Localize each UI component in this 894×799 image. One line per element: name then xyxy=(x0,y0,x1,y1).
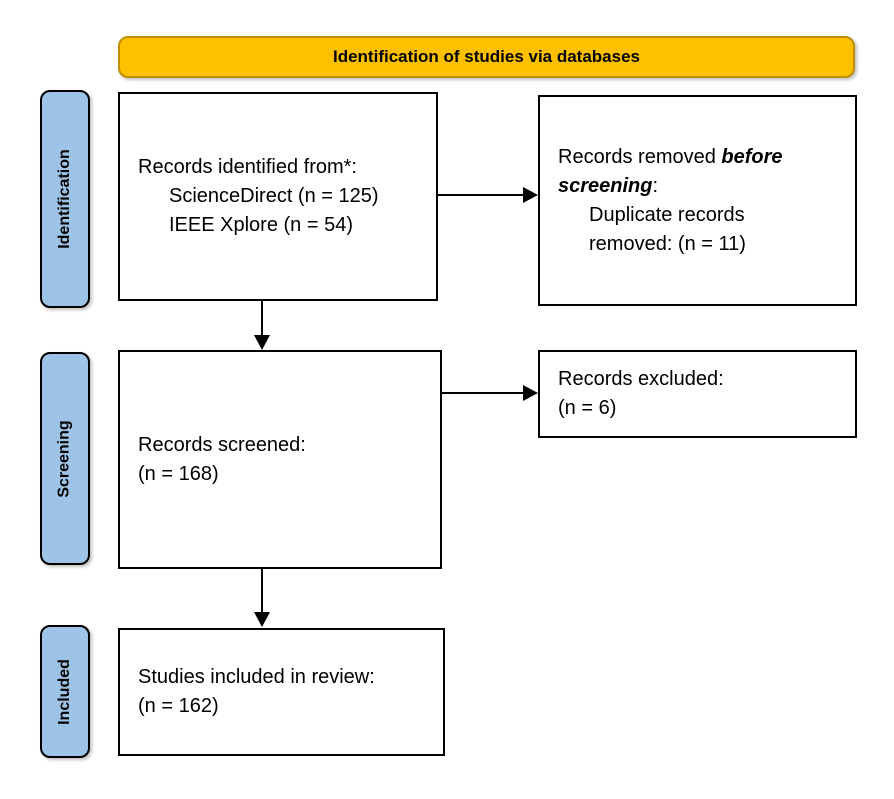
stage-label-included-text: Included xyxy=(56,658,73,725)
arrow-line xyxy=(261,301,263,337)
arrow-head-down-icon xyxy=(254,612,270,627)
arrow-line xyxy=(442,392,526,394)
records-removed-heading: Records removed before screening: xyxy=(558,143,847,201)
arrow-line xyxy=(261,569,263,614)
stage-label-identification: Identification xyxy=(40,90,90,308)
arrow-line xyxy=(438,194,526,196)
box-studies-included: Studies included in review: (n = 162) xyxy=(118,628,445,756)
records-screened-heading: Records screened: xyxy=(138,433,306,456)
records-removed-heading-suffix: : xyxy=(652,174,659,197)
stage-label-screening-text: Screening xyxy=(56,419,74,498)
records-removed-detail: Duplicate records removed: (n = 11) xyxy=(589,203,746,255)
arrow-head-right-icon xyxy=(523,385,538,401)
studies-included-heading: Studies included in review: xyxy=(138,666,375,688)
arrow-head-right-icon xyxy=(523,187,538,203)
records-identified-source-1: ScienceDirect (n = 125) xyxy=(169,185,379,207)
box-records-removed: Records removed before screening: Duplic… xyxy=(538,95,857,306)
studies-included-count: (n = 162) xyxy=(138,695,219,717)
records-identified-heading: Records identified from*: xyxy=(138,156,357,178)
stage-label-included: Included xyxy=(40,625,90,758)
records-removed-heading-emphasis: before screening xyxy=(558,145,783,197)
stage-label-identification-text: Identification xyxy=(56,149,73,249)
records-screened-count: (n = 168) xyxy=(138,462,219,485)
box-records-excluded: Records excluded: (n = 6) xyxy=(538,350,857,438)
records-removed-heading-prefix: Records removed xyxy=(558,145,722,168)
banner-label: Identification of studies via databases xyxy=(332,47,641,66)
arrow-head-down-icon xyxy=(254,335,270,350)
records-identified-source-2: IEEE Xplore (n = 54) xyxy=(169,214,353,236)
stage-label-screening: Screening xyxy=(40,352,90,565)
box-records-screened: Records screened: (n = 168) xyxy=(118,350,442,569)
box-records-identified: Records identified from*: ScienceDirect … xyxy=(118,92,438,301)
banner-identification-via-databases: Identification of studies via databases xyxy=(118,36,855,78)
records-excluded-heading: Records excluded: xyxy=(558,368,724,390)
records-excluded-count: (n = 6) xyxy=(558,397,617,419)
